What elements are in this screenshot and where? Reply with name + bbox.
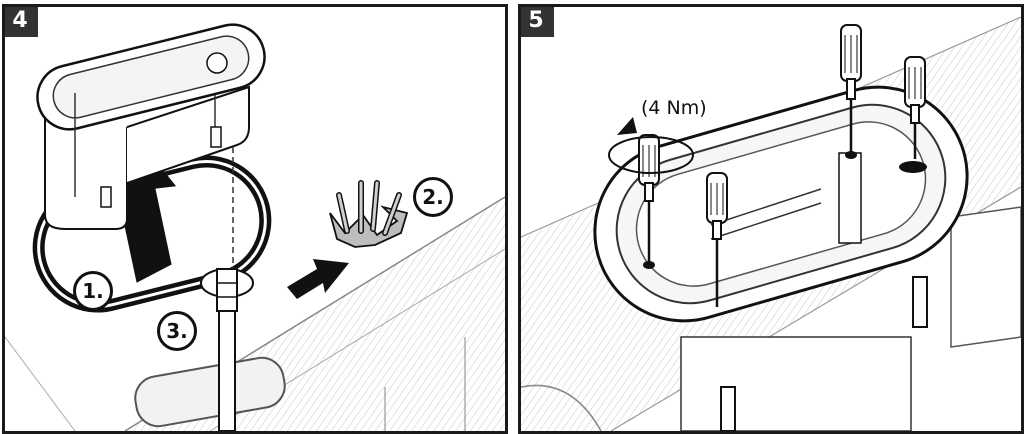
rotation-arrow-icon xyxy=(608,117,694,174)
clamp-ring xyxy=(329,180,409,248)
insert-arrow xyxy=(287,259,349,299)
worktop-cutout xyxy=(134,356,286,428)
torque-label: (4 Nm) xyxy=(641,97,707,119)
callout-step-1: 1. xyxy=(73,271,113,311)
step-5-illustration xyxy=(521,16,1021,431)
step-4-panel: 4 xyxy=(2,4,508,434)
supply-hose xyxy=(200,268,254,431)
step-5-panel: 5 xyxy=(518,4,1024,434)
step-4-illustration xyxy=(5,23,505,431)
step-number-badge: 5 xyxy=(521,7,554,37)
step-number-badge: 4 xyxy=(5,7,38,37)
callout-step-2: 2. xyxy=(413,177,453,217)
screwdriver-right xyxy=(904,56,926,159)
mounting-housing xyxy=(680,276,928,431)
callout-step-3: 3. xyxy=(157,311,197,351)
mounting-housing xyxy=(36,23,266,230)
screwdriver-mid xyxy=(706,172,728,307)
screwdriver-tall xyxy=(840,24,862,159)
